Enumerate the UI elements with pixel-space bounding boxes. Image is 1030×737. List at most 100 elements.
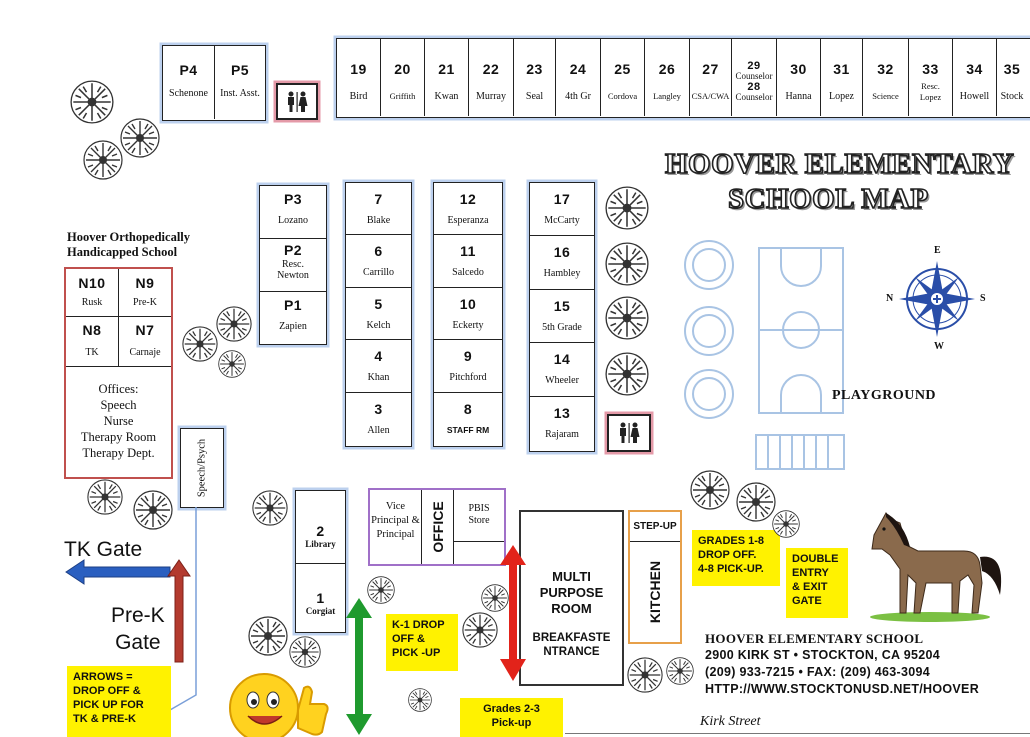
room-number: 14 <box>553 351 571 368</box>
ortho-offices[interactable]: Offices: Speech Nurse Therapy Room Thera… <box>66 381 171 461</box>
teacher-name: STAFF RM <box>446 424 490 435</box>
teacher-name: Resc. Newton <box>277 259 309 281</box>
room-n8[interactable]: N8 TK <box>66 317 119 367</box>
smiley-icon <box>229 673 329 737</box>
teacher-name: Schenone <box>169 88 208 99</box>
tree-icon <box>462 612 498 648</box>
note-line: GATE <box>792 595 822 607</box>
street-address: 2900 KIRK ST • STOCKTON, CA 95204 <box>705 648 940 662</box>
room-number: 27 <box>702 61 719 77</box>
room-p4[interactable]: P4 Schenone <box>163 46 215 119</box>
teacher-name: CSA/CWA <box>691 91 730 101</box>
room-1[interactable]: 1 Corgiat <box>296 564 345 631</box>
restroom-by-13[interactable] <box>607 414 651 452</box>
note-line: DROP OFF & <box>73 685 141 697</box>
room-p2[interactable]: P2 Resc. Newton <box>260 239 326 292</box>
teacher-name: Stock <box>1000 91 1024 102</box>
room-n9[interactable]: N9 Pre-K <box>119 269 171 317</box>
room-number: 35 <box>1003 61 1021 77</box>
teacher-name: Seal <box>525 91 544 102</box>
room-number: P1 <box>283 297 303 313</box>
speech-psych-room[interactable]: Speech/Psych <box>180 428 224 508</box>
teacher-name: Griffith <box>389 91 416 101</box>
room-number: P2 <box>283 242 303 258</box>
restroom-top[interactable] <box>276 83 318 120</box>
school-address: HOOVER ELEMENTARY SCHOOL 2900 KIRK ST • … <box>705 630 979 698</box>
room-p3[interactable]: P3 Lozano <box>260 186 326 239</box>
room-number: 31 <box>833 61 850 77</box>
teacher-name: Howell <box>959 91 990 102</box>
room-n10[interactable]: N10 Rusk <box>66 269 119 317</box>
prek-gate-line1: Pre-K <box>111 604 165 627</box>
pbis-store[interactable]: PBIS Store <box>454 490 504 542</box>
note-line: OFF & <box>392 633 425 645</box>
teacher-name: Eckerty <box>452 319 484 331</box>
tree-icon <box>605 296 649 340</box>
tree-icon <box>70 80 114 124</box>
room-p1[interactable]: P1 Zapien <box>260 292 326 343</box>
teacher-name: Science <box>872 91 899 101</box>
portables-p1-p3: P3 Lozano P2 Resc. Newton P1 Zapien <box>259 185 327 345</box>
tree-icon <box>83 140 123 180</box>
teacher-name: Wheeler <box>545 375 579 387</box>
ortho-heading-line1: Hoover Orthopedically <box>67 230 191 244</box>
note-line: TK & PRE-K <box>73 713 136 725</box>
multipurpose-room[interactable]: MULTI PURPOSE ROOM BREAKFASTE NTRANCE <box>519 510 624 686</box>
room-number: 6 <box>374 243 383 260</box>
vp-principal-office[interactable]: Vice Principal & Principal <box>370 490 422 564</box>
stepup-room[interactable]: STEP-UP <box>630 512 680 542</box>
room-number: 24 <box>569 61 587 77</box>
ortho-building: N10 Rusk N9 Pre-K N8 TK N7 Carnaje Offic… <box>64 267 173 479</box>
compass-rose-icon <box>899 261 975 337</box>
main-office[interactable]: OFFICE <box>422 490 454 564</box>
room-2-library[interactable]: 2 Library <box>296 491 345 564</box>
compass-e: E <box>934 245 941 256</box>
school-url[interactable]: HTTP://WWW.STOCKTONUSD.NET/HOOVER <box>705 682 980 696</box>
note-line: & EXIT <box>792 581 828 593</box>
room-p5[interactable]: P5 Inst. Asst. <box>215 46 265 119</box>
room-n7[interactable]: N7 Carnaje <box>119 317 171 367</box>
mpr-label-3: ROOM <box>551 601 592 616</box>
teacher-name: Esperanza <box>447 215 489 226</box>
room-number: 8 <box>463 400 473 417</box>
room-number: 16 <box>553 244 571 261</box>
stepup-kitchen-building: STEP-UP KITCHEN <box>628 510 682 644</box>
tree-icon <box>481 584 509 612</box>
teacher-name: Bird <box>349 91 368 102</box>
room-number: 11 <box>460 243 476 260</box>
tree-icon <box>605 352 649 396</box>
room-number: P3 <box>283 191 303 207</box>
